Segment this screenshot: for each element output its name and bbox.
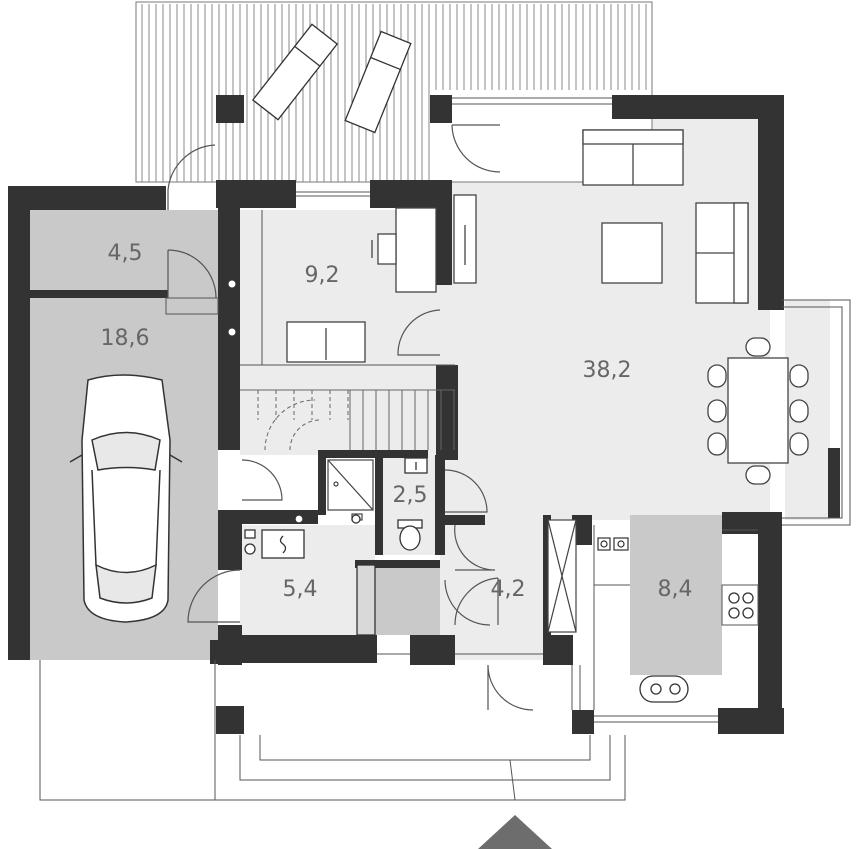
desk-icon <box>286 194 477 363</box>
hall-door <box>454 524 496 571</box>
staircase <box>240 389 455 451</box>
study-door <box>397 309 441 356</box>
dining-table-icon <box>707 337 809 485</box>
toilet-icon <box>397 457 428 551</box>
kitchen-island <box>630 515 722 675</box>
sofa-icon <box>582 129 749 304</box>
room-area-label: 38,2 <box>583 358 632 383</box>
hall-door-2 <box>454 577 499 626</box>
stair-door <box>241 459 283 501</box>
storage-door <box>167 249 217 299</box>
kitchen-appliances <box>597 537 629 551</box>
entrance-door <box>487 664 534 711</box>
room-labels: 4,5 18,6 9,2 38,2 2,5 5,4 4,2 8,4 <box>101 241 693 602</box>
utility-closet-floor <box>375 565 440 635</box>
sun-lounger-icon <box>251 23 412 134</box>
terrace-door <box>451 124 501 173</box>
entrance-arrow-icon <box>478 815 552 849</box>
wall-vents <box>227 279 237 337</box>
sink-icon <box>639 675 689 703</box>
terrace <box>135 1 653 183</box>
room-area-label: 5,4 <box>283 577 318 602</box>
room-area-label: 18,6 <box>101 326 150 351</box>
room-area-label: 4,2 <box>491 577 526 602</box>
room-area-label: 2,5 <box>393 483 428 508</box>
garage-door-swing <box>167 144 216 210</box>
room-area-label: 8,4 <box>658 577 693 602</box>
pantry <box>547 519 577 633</box>
hall-floor <box>440 510 545 660</box>
shower-icon <box>327 459 374 521</box>
cooktop-icon <box>728 592 754 619</box>
car-icon <box>69 374 183 623</box>
walls <box>8 95 840 734</box>
stove-icon <box>244 514 376 636</box>
outlines <box>39 97 851 801</box>
room-area-label: 9,2 <box>305 263 340 288</box>
utility-door <box>187 569 241 623</box>
room-area-label: 4,5 <box>108 241 143 266</box>
doors <box>167 124 534 711</box>
closet-door <box>444 579 491 626</box>
wc-door <box>444 469 488 513</box>
stair-floor <box>240 365 455 455</box>
